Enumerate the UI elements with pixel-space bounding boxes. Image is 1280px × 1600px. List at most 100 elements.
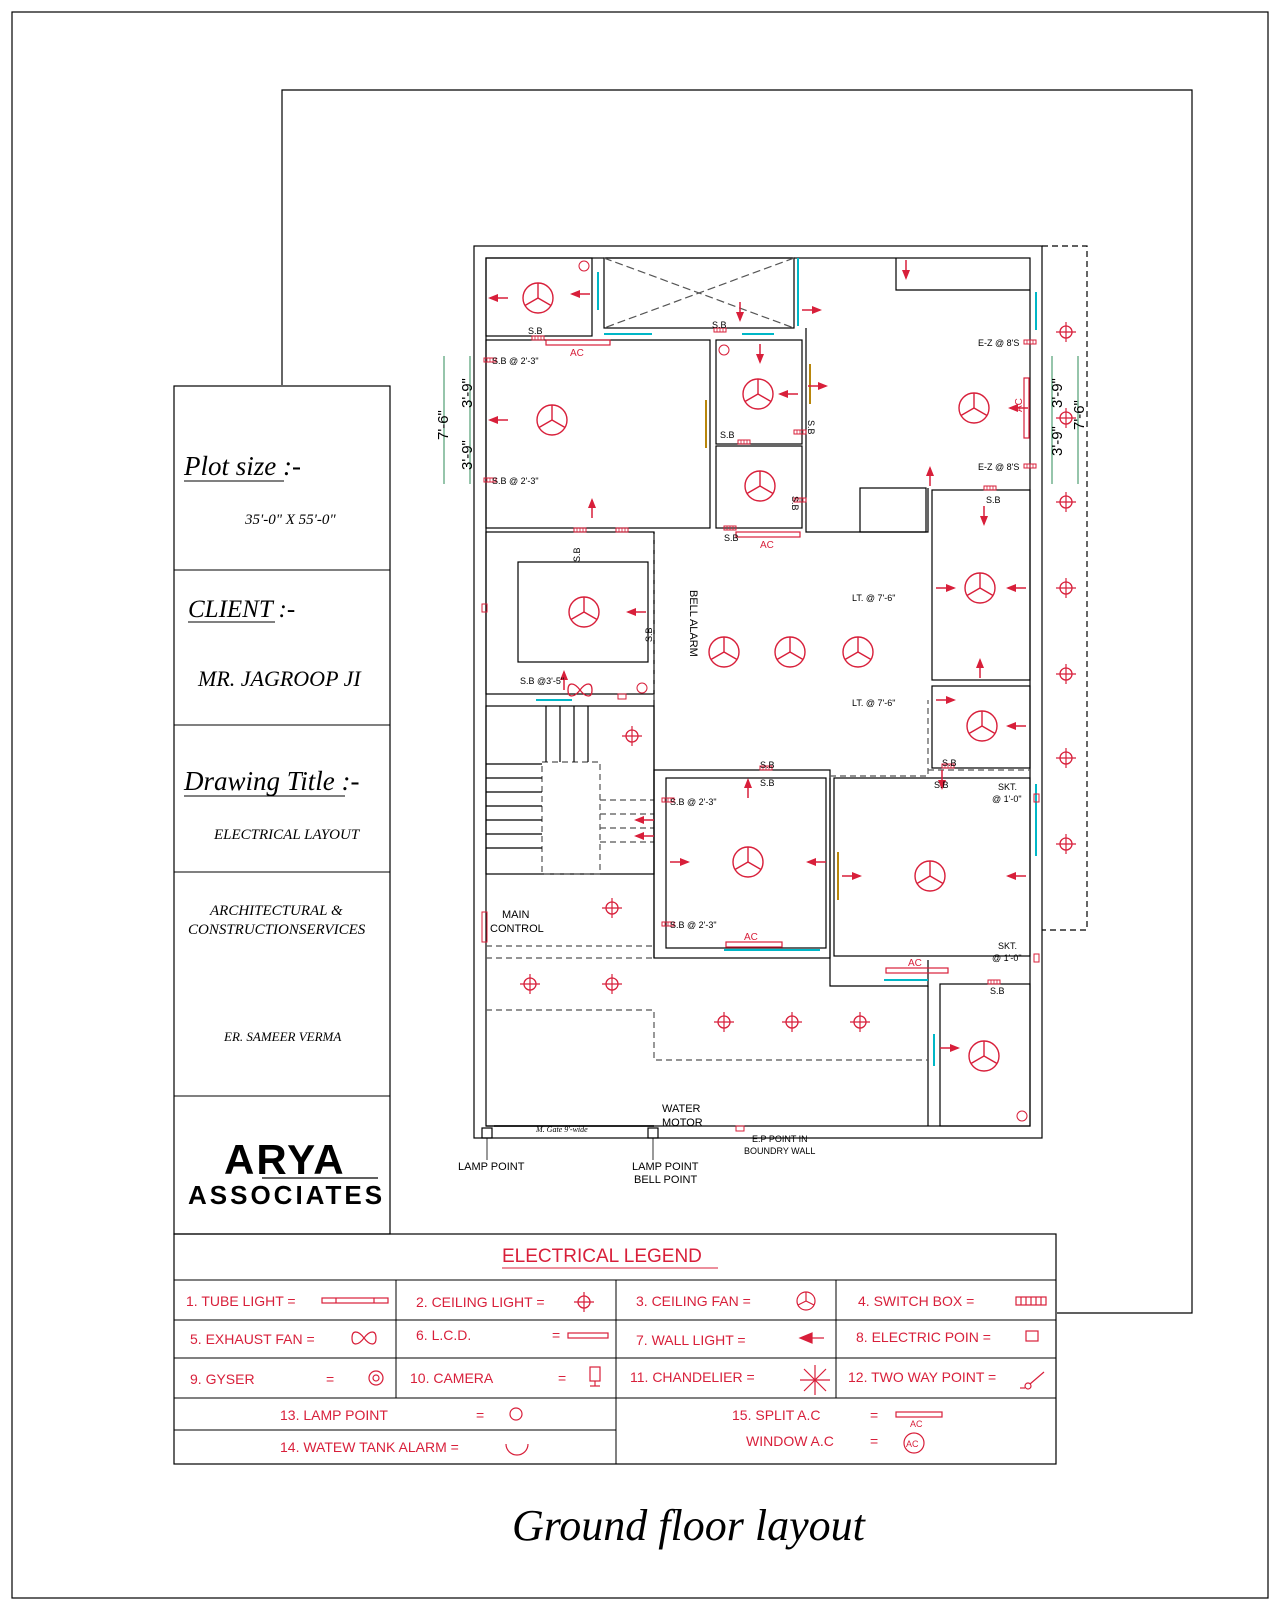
electric-point-icon xyxy=(1025,1330,1039,1342)
legend-label: 9. GYSER xyxy=(190,1371,255,1387)
ceiling-light-icon xyxy=(1055,491,1077,513)
electric-point-icon xyxy=(1033,793,1040,803)
ceiling-lights xyxy=(519,321,1077,1033)
electric-point-icon xyxy=(617,693,627,700)
plot-size-value: 35'-0" X 55'-0" xyxy=(244,512,336,528)
svg-text:S.B: S.B xyxy=(990,986,1005,996)
legend-equals: = xyxy=(326,1371,334,1387)
svg-text:S.B: S.B xyxy=(942,758,957,768)
ceiling-light-icon xyxy=(621,725,643,747)
dimension-label: 3'-9" xyxy=(1049,426,1066,456)
ceiling-light-icon xyxy=(601,973,623,995)
svg-text:LT. @ 7'-6": LT. @ 7'-6" xyxy=(852,698,895,708)
lamp-point-label: LAMP POINT xyxy=(458,1161,525,1173)
ac-label: AC xyxy=(744,932,758,943)
svg-text:S.B: S.B xyxy=(760,778,775,788)
legend-equals: = xyxy=(552,1327,560,1343)
svg-text:S.B: S.B xyxy=(790,496,800,511)
ceiling-fan-icon xyxy=(842,636,874,668)
legend-label: 6. L.C.D. xyxy=(416,1327,471,1343)
exhaust-fan-icon xyxy=(351,1331,377,1345)
tube-light-icon xyxy=(321,1297,389,1304)
legend-label: 2. CEILING LIGHT = xyxy=(416,1294,545,1310)
exhaust-fan-icon xyxy=(567,683,593,697)
electrical-legend: ELECTRICAL LEGEND 1. TUBE LIGHT = 2. CEI… xyxy=(173,1233,1057,1465)
drawing-title-value: ELECTRICAL LAYOUT xyxy=(213,827,361,843)
svg-text:S.B: S.B xyxy=(572,547,582,562)
main-control-label: CONTROL xyxy=(490,923,544,935)
ep-point-label: E.P POINT IN xyxy=(752,1134,808,1144)
plan-annotations: S.B S.B @ 2'-3" S.B @ 2'-3" S.B S.B S.B … xyxy=(492,320,1022,1134)
legend-title: ELECTRICAL LEGEND xyxy=(502,1246,702,1267)
svg-text:S.B @ 2'-3": S.B @ 2'-3" xyxy=(670,797,717,807)
camera-icon xyxy=(589,1366,601,1387)
dimension-label: 7'-6" xyxy=(435,410,452,440)
ceiling-fan-icon xyxy=(744,470,776,502)
ceiling-light-icon xyxy=(1055,663,1077,685)
svg-text:S.B @ 2'-3": S.B @ 2'-3" xyxy=(670,920,717,930)
ceiling-light-icon xyxy=(849,1011,871,1033)
svg-text:LT. @ 7'-6": LT. @ 7'-6" xyxy=(852,593,895,603)
svg-text:S.B @ 2'-3": S.B @ 2'-3" xyxy=(492,476,539,486)
split-ac-icon: AC xyxy=(895,1411,943,1429)
legend-label: 13. LAMP POINT xyxy=(280,1407,388,1423)
svg-text:S.B @3'-5": S.B @3'-5" xyxy=(520,676,564,686)
svg-text:S.B: S.B xyxy=(528,326,543,336)
ac-label: AC xyxy=(570,348,584,359)
ceiling-light-icon xyxy=(1055,577,1077,599)
svg-text:SKT.: SKT. xyxy=(998,941,1017,951)
ceiling-light-icon xyxy=(601,897,623,919)
ceiling-fan-icon xyxy=(774,636,806,668)
ceiling-fan-icon xyxy=(966,710,998,742)
geyser-icon xyxy=(1016,1110,1028,1122)
lcd-icon xyxy=(567,1332,609,1339)
dimension-label: 3'-9" xyxy=(459,378,476,408)
ceiling-light-icon xyxy=(1055,747,1077,769)
legend-label: 15. SPLIT A.C xyxy=(732,1407,820,1423)
legend-label: 14. WATEW TANK ALARM = xyxy=(280,1439,459,1455)
plot-size-label: Plot size :- xyxy=(183,451,301,481)
ceiling-light-icon xyxy=(713,1011,735,1033)
ceiling-fan-icon xyxy=(536,404,568,436)
legend-equals: = xyxy=(870,1407,878,1423)
arya-associates-logo: ARYA ASSOCIATES xyxy=(188,1136,382,1210)
ceiling-fan-icon xyxy=(914,860,946,892)
legend-label: 3. CEILING FAN = xyxy=(636,1293,751,1309)
legend-label: 8. ELECTRIC POIN = xyxy=(856,1329,991,1345)
legend-label: 10. CAMERA xyxy=(410,1370,494,1386)
lamp-bell-point-label: BELL POINT xyxy=(634,1174,697,1186)
windows xyxy=(536,258,1037,1066)
legend-label: 12. TWO WAY POINT = xyxy=(848,1369,996,1385)
ceiling-fan-icon xyxy=(958,392,990,424)
ceiling-fan-icon xyxy=(522,282,554,314)
ceiling-fan-icon xyxy=(968,1040,1000,1072)
electric-point-icon xyxy=(481,603,488,613)
ceiling-fans xyxy=(522,282,1000,1072)
svg-text:S.B: S.B xyxy=(644,627,654,642)
ac-label: AC xyxy=(908,958,922,969)
wall-light-icon xyxy=(798,1332,824,1344)
geyser-icon xyxy=(636,682,648,694)
chandelier-icon xyxy=(800,1365,830,1395)
svg-text:AC: AC xyxy=(910,1419,923,1429)
ceiling-fan-icon xyxy=(964,572,996,604)
legend-equals: = xyxy=(476,1407,484,1423)
geyser-icons xyxy=(578,260,1028,1122)
legend-label: 4. SWITCH BOX = xyxy=(858,1293,974,1309)
svg-text:AC: AC xyxy=(906,1439,919,1449)
svg-text:S.B: S.B xyxy=(724,533,739,543)
electric-point-icon xyxy=(735,1125,745,1132)
svg-text:S.B: S.B xyxy=(806,420,816,435)
doors xyxy=(705,364,839,900)
legend-label: WINDOW A.C xyxy=(746,1433,834,1449)
ceiling-light-icon xyxy=(1055,833,1077,855)
svg-text:ARYA: ARYA xyxy=(224,1136,346,1183)
engineer-name: ER. SAMEER VERMA xyxy=(223,1029,341,1044)
ceiling-light-icon xyxy=(519,973,541,995)
firm-name-line1: ARCHITECTURAL & xyxy=(209,903,343,919)
drawing-title-label: Drawing Title :- xyxy=(183,766,360,796)
water-motor-label: MOTOR xyxy=(662,1117,703,1129)
lamp-point-icon xyxy=(509,1407,523,1421)
client-name: MR. JAGROOP JI xyxy=(197,666,362,691)
ceiling-fan-icon xyxy=(796,1291,816,1311)
